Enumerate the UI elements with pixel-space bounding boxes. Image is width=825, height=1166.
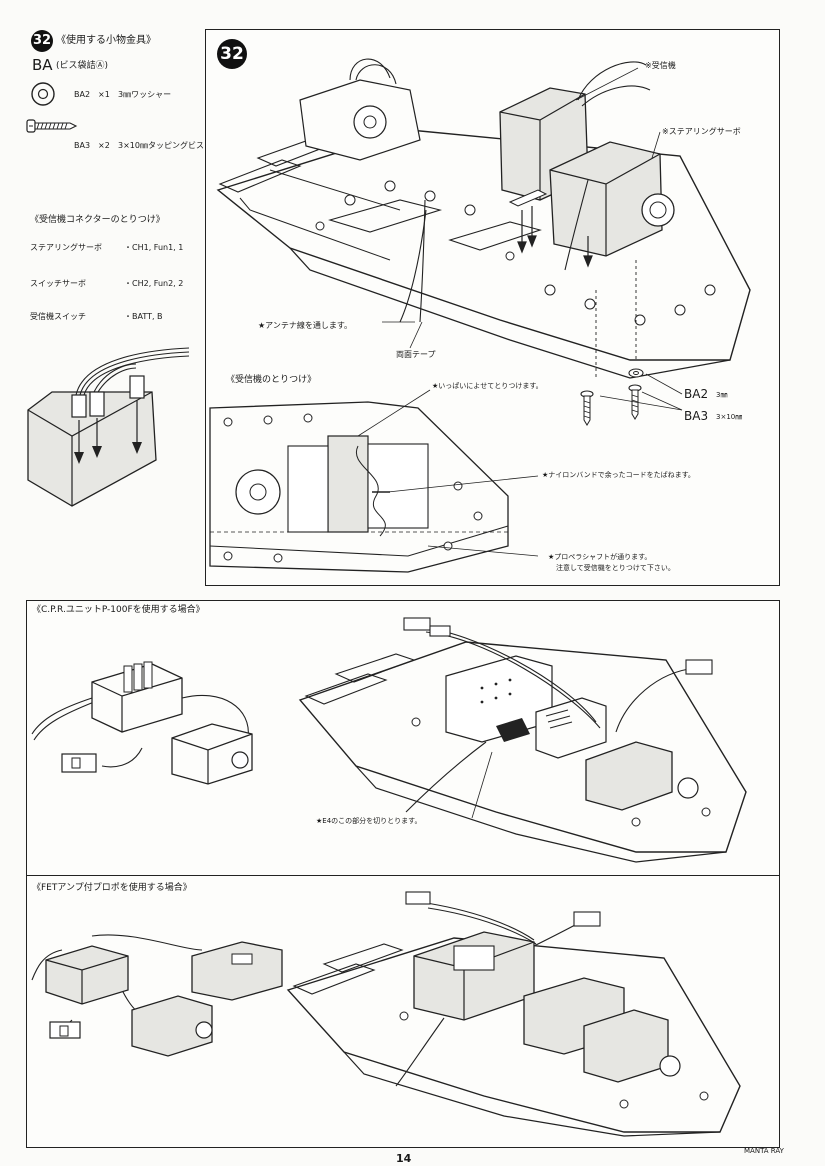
inset-title: 《受信機のとりつけ》 xyxy=(226,375,317,385)
section-divider xyxy=(26,875,779,876)
connector-device-2: スイッチサーボ xyxy=(30,279,86,288)
washer-icon xyxy=(31,82,55,106)
cpr-chassis-illustration xyxy=(296,612,768,866)
steering-servo-label: ※ステアリングサーボ xyxy=(662,127,741,136)
model-name: MANTA RAY xyxy=(744,1147,784,1155)
inset-note-shaft-1: ★プロペラシャフトが通ります。 xyxy=(548,553,652,561)
part-desc-ba2: 3㎜ワッシャー xyxy=(118,90,172,99)
bag-label: (ビス袋詰Ⓐ) xyxy=(56,61,109,71)
washer-code-callout: BA2 xyxy=(684,387,709,401)
callout-lines xyxy=(599,373,683,411)
receiver-connector-illustration xyxy=(24,340,194,520)
connector-channel-2: ・CH2, Fun2, 2 xyxy=(124,279,184,288)
inset-note-band: ★ナイロンバンドで余ったコードをたばねます。 xyxy=(542,471,695,479)
washer-size-callout: 3㎜ xyxy=(716,391,728,399)
washer-icon xyxy=(628,368,644,378)
part-code-ba3: BA3 xyxy=(74,141,91,150)
screw-code-callout: BA3 xyxy=(684,409,709,423)
part-qty-ba3: ×2 xyxy=(98,141,110,150)
main-assembly-illustration xyxy=(210,58,775,380)
connector-channel-1: ・CH1, Fun1, 1 xyxy=(124,243,184,252)
fet-components-illustration xyxy=(31,930,292,1060)
cpr-cut-note: ★E4のこの部分を切りとります。 xyxy=(316,817,422,825)
screw-size-callout: 3×10㎜ xyxy=(716,413,743,421)
connector-title: 《受信機コネクターのとりつけ》 xyxy=(30,215,165,225)
part-qty-ba2: ×1 xyxy=(98,90,110,99)
bag-code: BA xyxy=(32,56,53,74)
connector-device-1: ステアリングサーボ xyxy=(30,243,102,252)
step-number-badge-main: 32 xyxy=(217,39,247,69)
step-number-badge: 32 xyxy=(31,30,53,52)
part-desc-ba3: 3×10㎜タッピングビス xyxy=(118,141,204,150)
antenna-note: ★アンテナ線を通します。 xyxy=(258,321,353,330)
part-code-ba2: BA2 xyxy=(74,90,91,99)
inset-note-shaft-2: 注意して受信機をとりつけて下さい。 xyxy=(556,564,675,572)
receiver-label: ※受信機 xyxy=(645,61,676,70)
cpr-section-title: 《C.P.R.ユニットP-100Fを使用する場合》 xyxy=(32,605,205,615)
tapping-screw-icon xyxy=(628,384,642,420)
tapping-screw-icon xyxy=(580,390,594,426)
tape-label: 両面テープ xyxy=(396,350,436,359)
connector-device-3: 受信機スイッチ xyxy=(30,312,86,321)
cpr-unit-illustration xyxy=(31,658,272,788)
connector-channel-3: ・BATT, B xyxy=(124,312,163,321)
inset-note-push: ★いっぱいによせてとりつけます。 xyxy=(432,382,543,390)
tapping-screw-icon xyxy=(26,119,78,133)
receiver-mounting-inset xyxy=(208,389,539,580)
page-number: 14 xyxy=(396,1152,412,1165)
fet-chassis-illustration xyxy=(284,886,768,1138)
fet-section-title: 《FETアンプ付プロポを使用する場合》 xyxy=(32,883,192,893)
hardware-title: 《使用する小物金具》 xyxy=(56,35,156,46)
